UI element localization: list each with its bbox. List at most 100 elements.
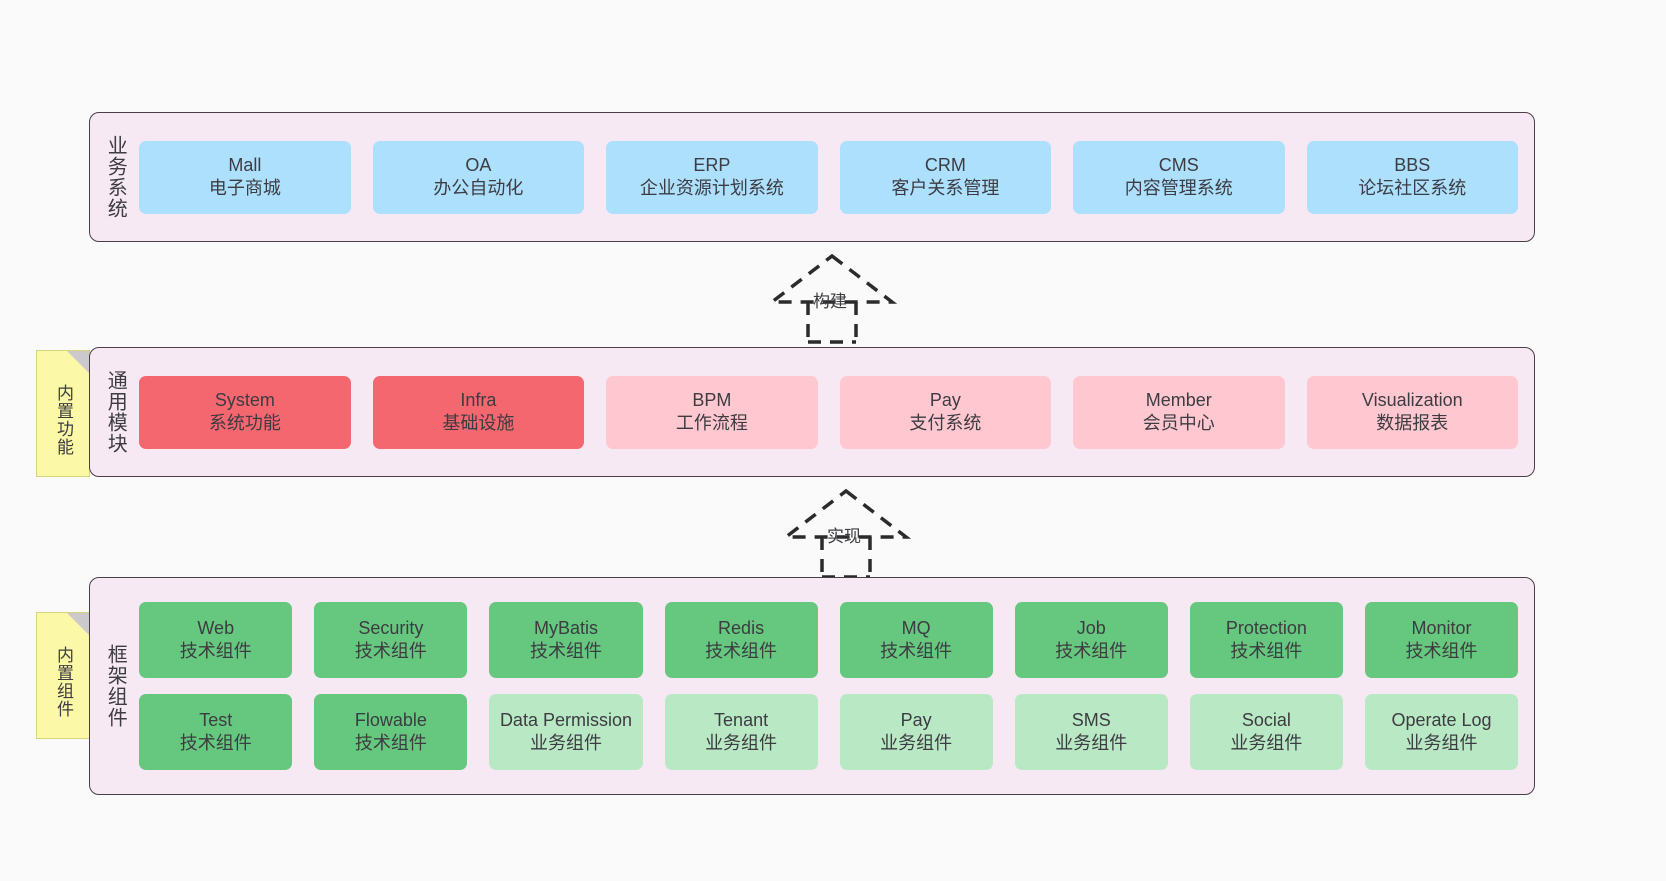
cell-redis[interactable]: Redis 技术组件: [664, 602, 818, 678]
cell-title: BPM: [692, 389, 732, 410]
cell-title: Visualization: [1361, 389, 1463, 410]
cell-title: Monitor: [1411, 617, 1472, 638]
cell-oa[interactable]: OA 办公自动化: [372, 140, 585, 214]
cell-subtitle: 系统功能: [208, 413, 281, 433]
cell-subtitle: 业务组件: [1405, 733, 1478, 753]
cell-title: Social: [1241, 709, 1291, 730]
cell-subtitle: 技术组件: [880, 641, 953, 661]
cell-row: Web 技术组件 Security 技术组件 MyBatis 技术组件 Redi…: [139, 602, 1519, 678]
layer-framework-components-label: 框架组件: [104, 644, 127, 728]
cell-monitor[interactable]: Monitor 技术组件: [1364, 602, 1519, 678]
layer-business-system-cells: Mall 电子商城 OA 办公自动化 ERP 企业资源计划系统 CRM 客户关系…: [133, 140, 1534, 214]
cell-job[interactable]: Job 技术组件: [1014, 602, 1168, 678]
cell-subtitle: 技术组件: [1405, 641, 1478, 661]
cell-operate-log[interactable]: Operate Log 业务组件: [1364, 694, 1519, 770]
cell-social[interactable]: Social 业务组件: [1189, 694, 1343, 770]
cell-title: Redis: [718, 617, 765, 638]
cell-bpm[interactable]: BPM 工作流程: [606, 375, 818, 449]
cell-title: Tenant: [714, 709, 769, 730]
cell-title: Pay: [929, 389, 961, 410]
cell-subtitle: 技术组件: [705, 641, 778, 661]
cell-subtitle: 电子商城: [208, 178, 281, 198]
cell-title: Protection: [1225, 617, 1307, 638]
cell-subtitle: 办公自动化: [433, 178, 524, 198]
cell-subtitle: 技术组件: [354, 733, 427, 753]
layer-framework-components: 框架组件 Web 技术组件 Security 技术组件 MyBatis 技术组件…: [89, 577, 1535, 795]
layer-common-modules-cells: System 系统功能 Infra 基础设施 BPM 工作流程 Pay 支付系统…: [133, 375, 1534, 449]
cell-title: Mall: [228, 154, 262, 175]
cell-title: Operate Log: [1391, 709, 1492, 730]
layer-common-modules-label: 通用模块: [104, 370, 127, 454]
cell-title: Test: [199, 709, 233, 730]
cell-title: CRM: [924, 154, 966, 175]
cell-subtitle: 会员中心: [1142, 413, 1215, 433]
note-builtin-functions: 内置功能: [36, 350, 90, 477]
cell-sms[interactable]: SMS 业务组件: [1014, 694, 1168, 770]
cell-subtitle: 业务组件: [529, 733, 602, 753]
cell-data-permission[interactable]: Data Permission 业务组件: [489, 694, 643, 770]
cell-subtitle: 业务组件: [1230, 733, 1303, 753]
cell-subtitle: 基础设施: [442, 413, 515, 433]
layer-business-system: 业务系统 Mall 电子商城 OA 办公自动化 ERP 企业资源计划系统 CRM: [89, 112, 1535, 242]
cell-subtitle: 业务组件: [705, 733, 778, 753]
note-builtin-functions-text: 内置功能: [54, 383, 74, 456]
cell-subtitle: 内容管理系统: [1124, 178, 1233, 198]
cell-protection[interactable]: Protection 技术组件: [1189, 602, 1343, 678]
arrow-build-label: 构建: [813, 292, 847, 311]
cell-subtitle: 业务组件: [1055, 733, 1128, 753]
cell-title: Web: [197, 617, 235, 638]
cell-mybatis[interactable]: MyBatis 技术组件: [489, 602, 643, 678]
cell-title: BBS: [1394, 154, 1431, 175]
cell-test[interactable]: Test 技术组件: [139, 694, 293, 770]
arrow-build: 构建: [752, 252, 912, 344]
cell-title: Data Permission: [499, 709, 632, 730]
cell-pay-component[interactable]: Pay 业务组件: [839, 694, 993, 770]
cell-member[interactable]: Member 会员中心: [1073, 375, 1285, 449]
note-fold-icon: [67, 351, 89, 373]
cell-subtitle: 技术组件: [529, 641, 602, 661]
cell-visualization[interactable]: Visualization 数据报表: [1306, 375, 1518, 449]
cell-title: SMS: [1071, 709, 1111, 730]
cell-mq[interactable]: MQ 技术组件: [839, 602, 993, 678]
cell-system[interactable]: System 系统功能: [139, 375, 351, 449]
cell-title: OA: [465, 154, 492, 175]
cell-title: MQ: [901, 617, 931, 638]
cell-title: Infra: [460, 389, 497, 410]
cell-subtitle: 技术组件: [1055, 641, 1128, 661]
cell-subtitle: 工作流程: [675, 413, 748, 433]
cell-pay-module[interactable]: Pay 支付系统: [839, 375, 1052, 449]
cell-subtitle: 企业资源计划系统: [639, 178, 784, 198]
cell-mall[interactable]: Mall 电子商城: [139, 140, 351, 214]
cell-title: Security: [358, 617, 424, 638]
cell-title: Member: [1145, 389, 1212, 410]
cell-security[interactable]: Security 技术组件: [314, 602, 468, 678]
cell-erp[interactable]: ERP 企业资源计划系统: [606, 140, 818, 214]
note-builtin-components-text: 内置组件: [54, 645, 74, 718]
cell-title: Job: [1076, 617, 1106, 638]
cell-subtitle: 技术组件: [1230, 641, 1303, 661]
cell-crm[interactable]: CRM 客户关系管理: [839, 140, 1052, 214]
cell-infra[interactable]: Infra 基础设施: [372, 375, 585, 449]
arrow-implement-label: 实现: [827, 527, 861, 546]
cell-title: MyBatis: [533, 617, 598, 638]
cell-row: Mall 电子商城 OA 办公自动化 ERP 企业资源计划系统 CRM 客户关系…: [139, 140, 1518, 214]
cell-title: Pay: [900, 709, 932, 730]
cell-web[interactable]: Web 技术组件: [139, 602, 293, 678]
cell-subtitle: 技术组件: [354, 641, 427, 661]
note-builtin-components: 内置组件: [36, 612, 90, 739]
cell-title: System: [214, 389, 275, 410]
layer-framework-components-cells: Web 技术组件 Security 技术组件 MyBatis 技术组件 Redi…: [133, 602, 1534, 770]
cell-cms[interactable]: CMS 内容管理系统: [1073, 140, 1285, 214]
arrow-implement: 实现: [766, 487, 926, 579]
cell-subtitle: 业务组件: [880, 733, 953, 753]
cell-tenant[interactable]: Tenant 业务组件: [664, 694, 818, 770]
cell-subtitle: 技术组件: [179, 733, 252, 753]
cell-subtitle: 客户关系管理: [891, 178, 1000, 198]
cell-subtitle: 数据报表: [1376, 413, 1449, 433]
cell-subtitle: 支付系统: [909, 413, 982, 433]
cell-flowable[interactable]: Flowable 技术组件: [314, 694, 468, 770]
cell-bbs[interactable]: BBS 论坛社区系统: [1306, 140, 1518, 214]
cell-title: CMS: [1158, 154, 1199, 175]
cell-title: Flowable: [354, 709, 427, 730]
